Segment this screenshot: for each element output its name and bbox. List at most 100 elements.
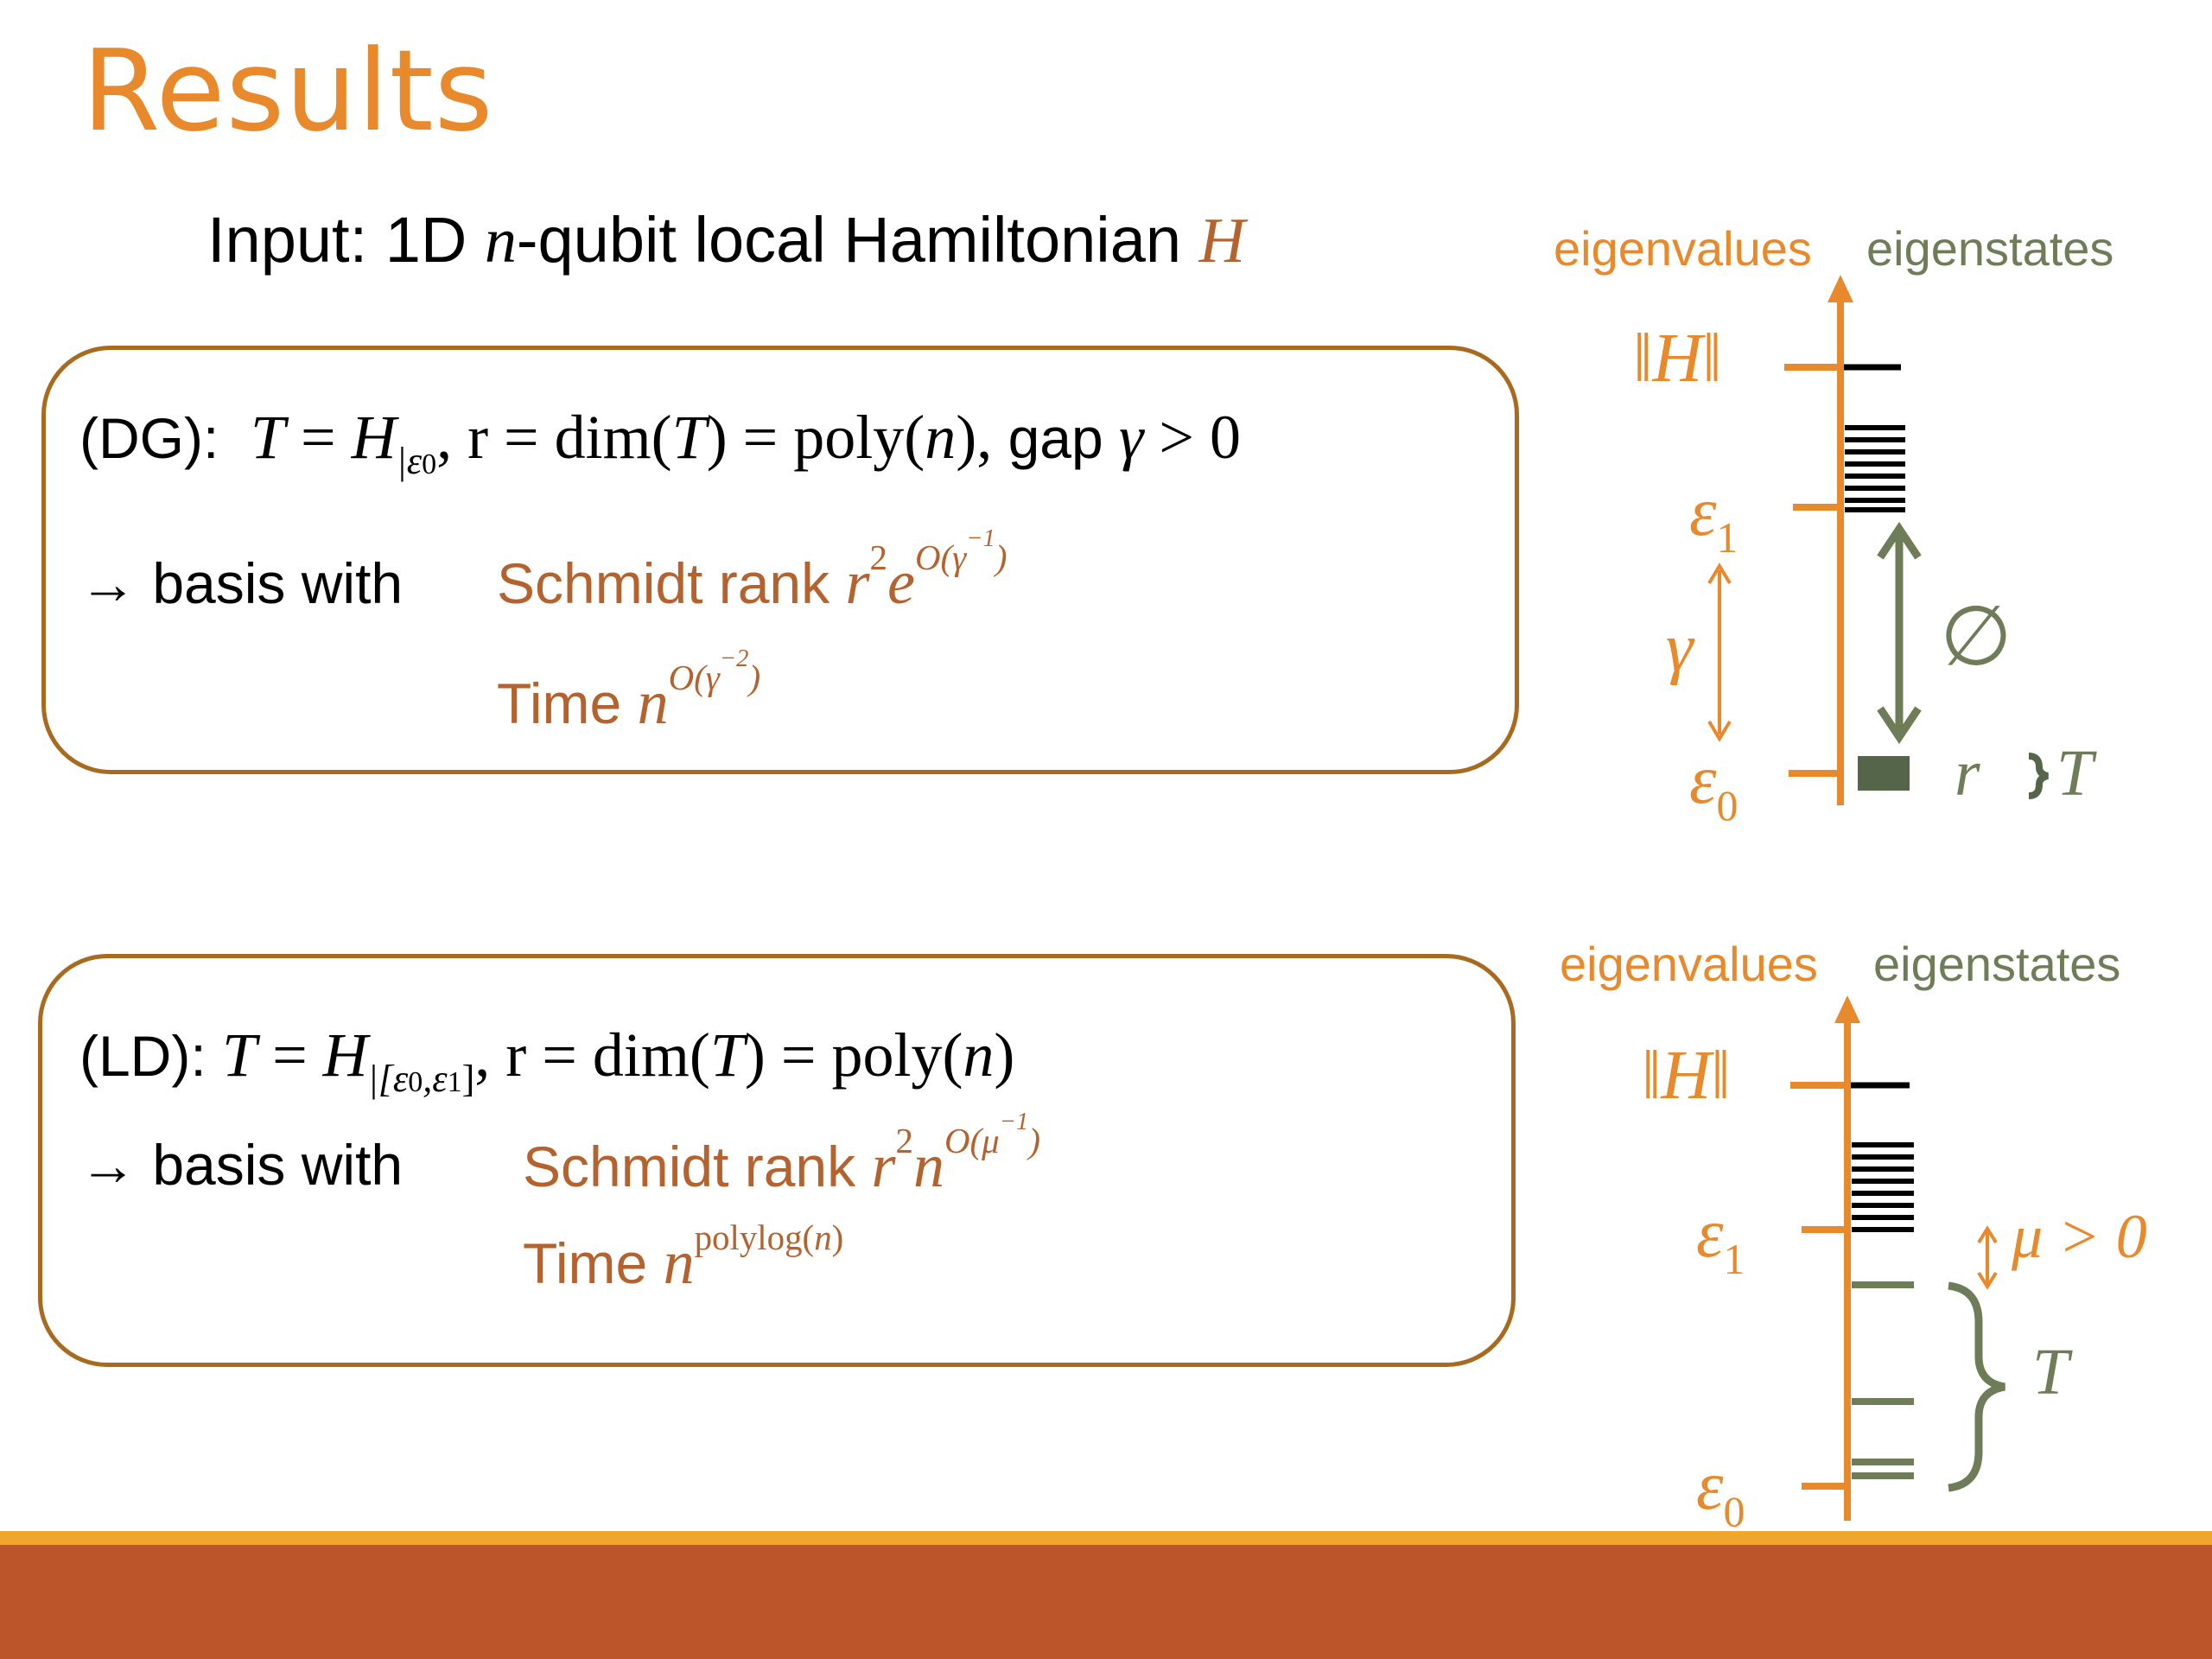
ld-label: (LD): (79, 1024, 207, 1088)
diagram2-T-label: T (2032, 1336, 2069, 1408)
input-n: n (484, 206, 517, 276)
ld-schmidt-n-exp: O(μ (944, 1122, 1000, 1161)
dg-result-box (41, 346, 1519, 774)
ld-rdef: , r = dim( (474, 1020, 710, 1090)
ld-result-box (38, 954, 1516, 1367)
dg-schmidt-r: r (845, 548, 870, 618)
ld-time-exp-n: n (814, 1218, 832, 1258)
diagram2-eigenvalues-label: eigenvalues (1560, 937, 1818, 991)
diagram1-T-label: T (2056, 737, 2094, 810)
diagram1-eps1-label: ε1 (1689, 474, 1738, 559)
dg-schmidt-e: e (887, 548, 915, 618)
dg-schmidt-rank: Schmidt rank r2eO(γ−1) (497, 526, 1007, 619)
input-H: H (1198, 206, 1246, 276)
dg-gt0: > 0 (1143, 403, 1242, 472)
diagram2-eps0-label: ε0 (1696, 1447, 1745, 1533)
input-description: Input: 1D n-qubit local Hamiltonian H (207, 203, 1245, 278)
ld-schmidt-r-exp: 2 (895, 1122, 913, 1161)
ld-time: Time npolylog(n) (523, 1220, 843, 1299)
ld-schmidt-n-exp2: −1 (999, 1108, 1029, 1135)
ld-sub0: 0 (408, 1065, 423, 1098)
diagram2-dense-band (1852, 1142, 1914, 1232)
ld-definition: (LD): T = H|[ε0,ε1], r = dim(T) = poly(n… (79, 1020, 1015, 1097)
dg-schmidt-e-exp3: ) (995, 538, 1007, 578)
diagram2-mu-label: μ > 0 (2012, 1202, 2147, 1271)
dg-time: Time nO(γ−2) (497, 646, 761, 739)
diagram1-dense-band (1845, 425, 1905, 512)
ld-time-n: n (663, 1228, 695, 1297)
ld-schmidt-label: Schmidt rank (523, 1135, 872, 1199)
dg-close: ), (956, 403, 993, 472)
diagram1-spectrum (1707, 275, 2049, 805)
ld-arrow-line: → basis with (79, 1133, 404, 1197)
diagram1-gamma-label: γ (1666, 610, 1694, 686)
ld-sub: |[ε (367, 1057, 409, 1100)
ld-schmidt-n-exp3: ) (1028, 1122, 1040, 1161)
dg-schmidt-r-exp: 2 (869, 538, 887, 578)
dg-arrow-line: → basis with (79, 551, 404, 615)
ld-H: H (322, 1020, 368, 1090)
diagram1-eigenstates-label: eigenstates (1866, 221, 2114, 276)
dg-label: (DG): (79, 406, 219, 470)
diagram2-eps0-sub: 0 (1723, 1487, 1745, 1535)
ld-subend: ] (461, 1057, 475, 1100)
ld-schmidt-rank: Schmidt rank r2nO(μ−1) (523, 1109, 1040, 1202)
ld-time-label: Time (523, 1231, 664, 1295)
diagram1-T-brace (2028, 753, 2049, 799)
diagram1-eps0-symbol: ε (1689, 742, 1717, 818)
dg-definition: (DG): T = H|ε0, r = dim(T) = poly(n), ga… (79, 402, 1242, 480)
ld-eq: = (272, 1020, 308, 1090)
diagram2-eps1-symbol: ε (1696, 1196, 1724, 1272)
diagram1-axis-arrowhead (1827, 275, 1853, 302)
dg-H: H (351, 403, 397, 472)
dg-rdef: , r = dim( (436, 403, 672, 472)
dg-schmidt-e-exp2: −1 (966, 524, 995, 552)
diagram1-r-label: r (1955, 737, 1980, 810)
dg-time-label: Time (497, 671, 638, 736)
diagram2-eps1-sub: 1 (1723, 1235, 1745, 1283)
dg-schmidt-label: Schmidt rank (497, 551, 846, 616)
dg-time-n: n (637, 668, 669, 738)
dg-time-exp2: −2 (719, 645, 749, 672)
dg-time-exp: O(γ (668, 658, 720, 698)
ld-sub1: 1 (447, 1065, 462, 1098)
ld-subc: ,ε (423, 1057, 448, 1100)
dg-time-exp3: ) (748, 658, 761, 698)
diagram2-eigenstates-label: eigenstates (1873, 937, 2121, 991)
ld-schmidt-r: r (871, 1131, 896, 1201)
input-mid: -qubit local Hamiltonian (516, 204, 1199, 276)
ld-poly: ) = poly( (744, 1020, 963, 1090)
dg-eq: = (301, 403, 336, 472)
footer-band (0, 1545, 2212, 1659)
diagram2-axis-arrowhead (1834, 995, 1860, 1023)
input-prefix: Input: 1D (207, 204, 485, 276)
diagram2-T-brace (1948, 1281, 2005, 1492)
dg-sub: |ε (396, 439, 423, 482)
diagram1-eps1-sub: 1 (1716, 513, 1738, 562)
dg-gap: gap (992, 406, 1120, 470)
diagram2-spectrum (1790, 995, 2005, 1521)
ld-T2: T (709, 1020, 745, 1090)
dg-schmidt-e-exp: O(γ (914, 538, 967, 578)
footer-accent-line (0, 1531, 2212, 1545)
diagram1-eps0-sub: 0 (1716, 781, 1738, 830)
ld-time-exp-close: ) (831, 1218, 844, 1258)
diagram2-eps0-symbol: ε (1696, 1448, 1724, 1524)
slide-title: Results (82, 25, 494, 156)
diagram1-ground-block (1858, 756, 1910, 791)
dg-T: T (250, 403, 286, 472)
diagram1-eps1-symbol: ε (1689, 474, 1717, 550)
diagram1-empty-label: ∅ (1940, 588, 2012, 684)
dg-T2: T (671, 403, 707, 472)
dg-n: n (925, 403, 957, 472)
dg-gamma: γ (1119, 403, 1144, 472)
dg-poly: ) = poly( (706, 403, 925, 472)
ld-close: ) (994, 1020, 1015, 1090)
ld-n: n (963, 1020, 995, 1090)
ld-T: T (222, 1020, 257, 1090)
diagram1-eigenvalues-label: eigenvalues (1554, 221, 1812, 276)
ld-time-exp: polylog( (694, 1218, 815, 1258)
diagram2-normH-label: ‖H‖ (1642, 1038, 1731, 1114)
dg-sub0: 0 (422, 448, 437, 480)
diagram2-eps1-label: ε1 (1696, 1195, 1745, 1281)
